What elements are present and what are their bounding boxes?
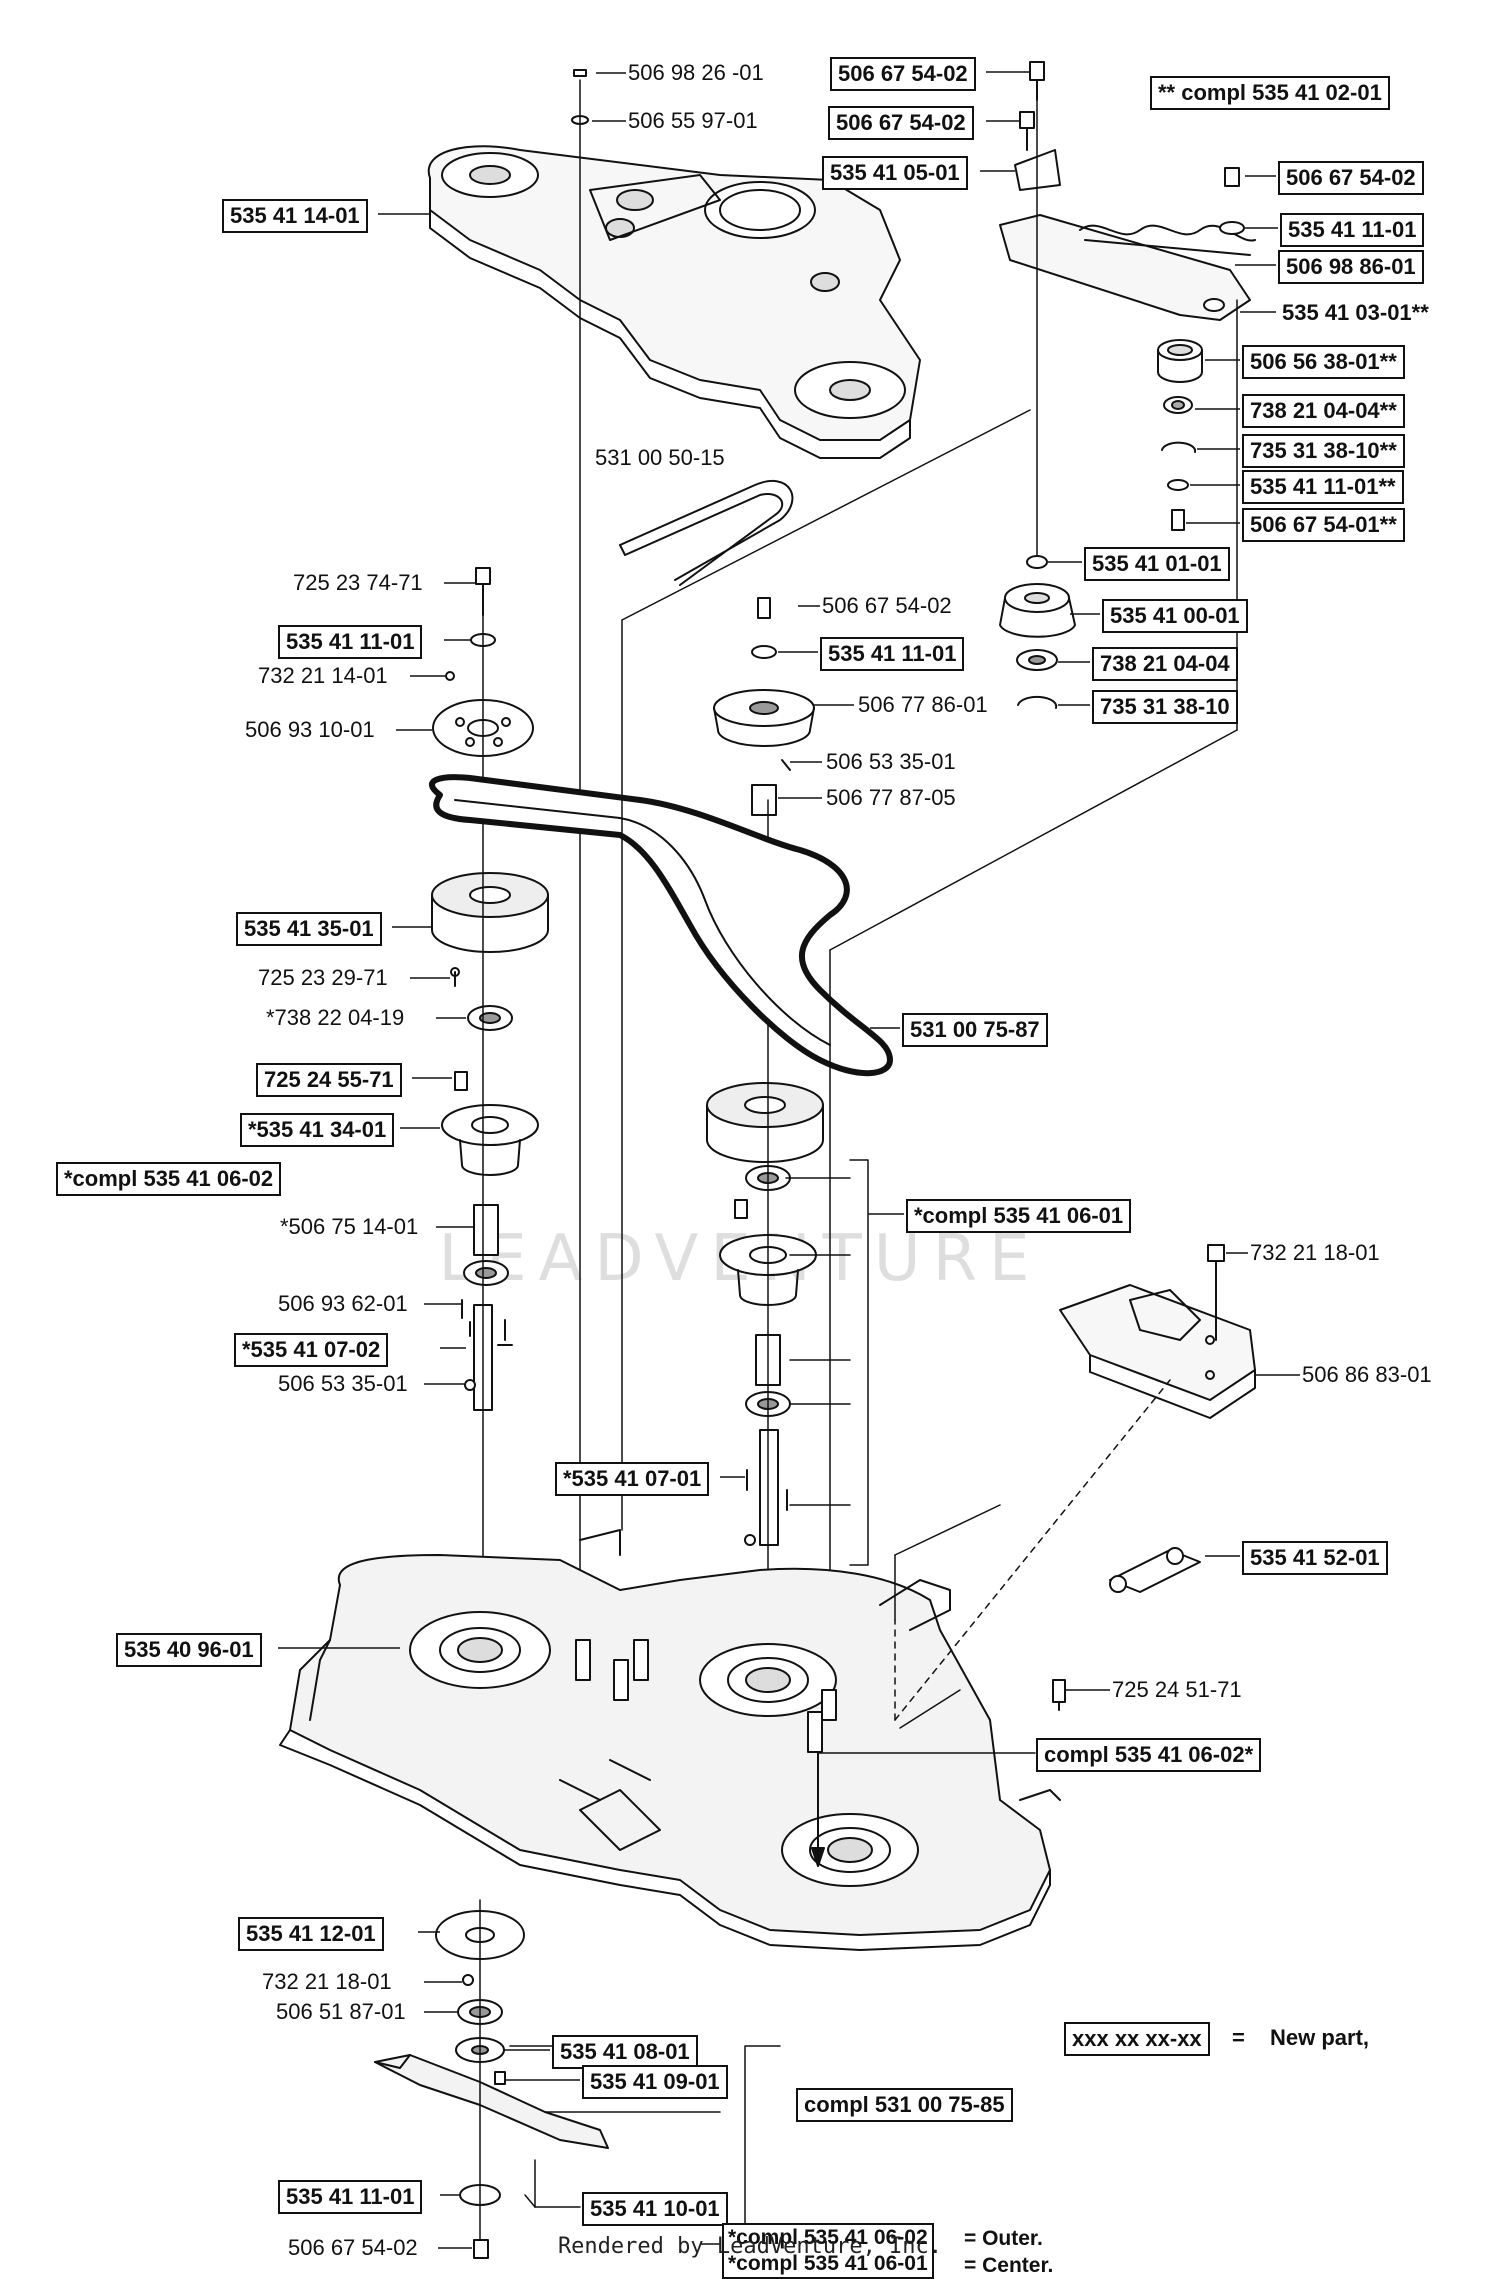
part-label: *compl 535 41 06-02 bbox=[56, 1162, 282, 1196]
part-label: 535 41 01-01 bbox=[1084, 547, 1230, 581]
part-label: 535 41 05-01 bbox=[822, 156, 968, 190]
part-label: 725 23 74-71 bbox=[293, 570, 423, 595]
part-label: 732 21 14-01 bbox=[258, 663, 388, 688]
part-label: 506 56 38-01** bbox=[1242, 345, 1405, 379]
part-label: 535 41 12-01 bbox=[238, 1917, 384, 1951]
belt-small bbox=[619, 479, 794, 586]
part-label: 506 55 97-01 bbox=[628, 108, 758, 133]
legend-outer: = Outer. bbox=[964, 2227, 1043, 2250]
center-pulley-assembly bbox=[706, 597, 824, 1546]
part-label: 531 00 75-87 bbox=[902, 1013, 1048, 1047]
part-label: 535 41 03-01** bbox=[1282, 300, 1429, 325]
legend-sample-box: xxx xx xx-xx bbox=[1064, 2022, 1210, 2056]
part-label: 506 67 54-01** bbox=[1242, 508, 1405, 542]
legend-equals: = bbox=[1232, 2025, 1245, 2050]
small-part-rollers bbox=[1109, 1547, 1201, 1593]
part-label: 506 86 83-01 bbox=[1302, 1362, 1432, 1387]
tension-arm-assembly bbox=[999, 61, 1256, 531]
deck-bracket bbox=[1059, 1244, 1256, 1419]
part-label: 506 67 54-02 bbox=[288, 2235, 418, 2260]
drive-belt bbox=[429, 774, 893, 1077]
part-label: *738 22 04-19 bbox=[266, 1005, 405, 1030]
part-label: 732 21 18-01 bbox=[1250, 1240, 1380, 1265]
part-label: 732 21 18-01 bbox=[262, 1969, 392, 1994]
part-label: 738 21 04-04 bbox=[1092, 647, 1238, 681]
part-label: 535 41 11-01 bbox=[820, 637, 965, 671]
part-label: 725 24 55-71 bbox=[256, 1063, 402, 1097]
part-label: 506 77 86-01 bbox=[858, 692, 988, 717]
part-label: *535 41 07-02 bbox=[234, 1333, 389, 1367]
part-label: 535 41 11-01 bbox=[1280, 213, 1425, 247]
part-label: 506 98 86-01 bbox=[1278, 250, 1424, 284]
part-label: 506 67 54-02 bbox=[822, 593, 952, 618]
top-cover bbox=[427, 145, 921, 459]
part-label: 535 41 35-01 bbox=[236, 912, 382, 946]
part-label: 535 40 96-01 bbox=[116, 1633, 262, 1667]
legend-center: = Center. bbox=[964, 2254, 1054, 2277]
part-label: *compl 535 41 06-01 bbox=[722, 2251, 934, 2279]
part-label: 535 41 14-01 bbox=[222, 199, 368, 233]
leader-lines bbox=[278, 71, 1300, 2249]
part-label: *535 41 07-01 bbox=[555, 1462, 710, 1496]
part-label: 535 41 11-01** bbox=[1242, 470, 1404, 504]
part-label: compl 535 41 06-02* bbox=[1036, 1738, 1262, 1772]
part-label: 506 67 54-02 bbox=[830, 57, 976, 91]
part-label: 735 31 38-10 bbox=[1092, 690, 1238, 724]
part-label: 535 41 10-01 bbox=[582, 2192, 728, 2226]
part-label: 535 41 08-01 bbox=[552, 2035, 698, 2069]
part-label: 535 41 52-01 bbox=[1242, 1541, 1388, 1575]
part-label: compl 531 00 75-85 bbox=[796, 2088, 1013, 2122]
footer-credit: Rendered by LeadVenture, Inc. bbox=[557, 2234, 943, 2259]
part-label: 506 93 10-01 bbox=[245, 717, 375, 742]
part-label: 725 23 29-71 bbox=[258, 965, 388, 990]
mower-deck bbox=[279, 1529, 1066, 1951]
part-label: *535 41 34-01 bbox=[240, 1113, 395, 1147]
part-label: 506 77 87-05 bbox=[826, 785, 956, 810]
part-label: 535 41 09-01 bbox=[582, 2065, 728, 2099]
part-label: 506 51 87-01 bbox=[276, 1999, 406, 2024]
part-label: 535 41 11-01 bbox=[278, 2180, 423, 2214]
part-label: 535 41 11-01 bbox=[278, 625, 423, 659]
part-label: 506 53 35-01 bbox=[278, 1371, 408, 1396]
part-label: *compl 535 41 06-02 bbox=[722, 2223, 934, 2253]
part-label: 506 67 54-02 bbox=[1278, 161, 1424, 195]
part-label: 535 41 00-01 bbox=[1102, 599, 1248, 633]
part-label: 735 31 38-10** bbox=[1242, 434, 1405, 468]
part-label: 506 53 35-01 bbox=[826, 749, 956, 774]
part-label: *506 75 14-01 bbox=[280, 1214, 419, 1239]
part-label: 725 24 51-71 bbox=[1112, 1677, 1242, 1702]
legend-meaning: New part, bbox=[1270, 2025, 1370, 2050]
part-label: *compl 535 41 06-01 bbox=[906, 1199, 1132, 1233]
part-label: 506 67 54-02 bbox=[828, 106, 974, 140]
left-spindle-assembly bbox=[431, 567, 549, 1411]
part-label: 506 93 62-01 bbox=[278, 1291, 408, 1316]
part-label: 506 98 26 -01 bbox=[628, 60, 764, 85]
part-label: ** compl 535 41 02-01 bbox=[1150, 76, 1390, 110]
part-label: 531 00 50-15 bbox=[595, 445, 725, 470]
part-label: 738 21 04-04** bbox=[1242, 394, 1405, 428]
idler-pulley bbox=[999, 555, 1076, 709]
